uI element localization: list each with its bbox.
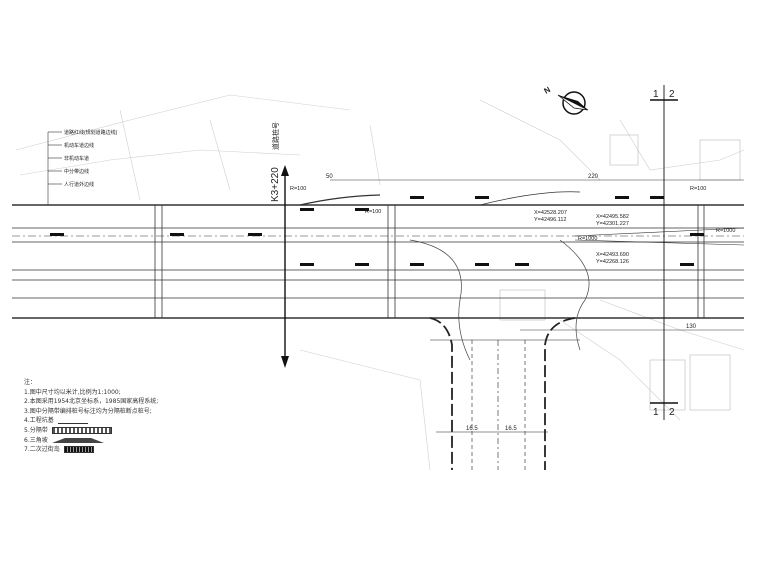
- note-item: 3.图中分隔带编排桩号标注均为分隔桩断点桩号;: [24, 407, 152, 415]
- legend-label-3: 中分带边线: [64, 168, 89, 175]
- section-mark-right-bottom: 2: [669, 407, 675, 418]
- note-item: 7.二次过街岛: [24, 445, 158, 455]
- note-item: 6.三角坡: [24, 436, 158, 446]
- station-label: K3+220: [270, 167, 281, 202]
- radius-label-1: R=100: [365, 209, 381, 215]
- radius-label-4: R=100: [690, 186, 706, 192]
- note-item: 1.图中尺寸均以米计,比例为1:1000;: [24, 388, 121, 396]
- notes-block: 注： 1.图中尺寸均以米计,比例为1:1000; 2.本图采用1954北京坐标系…: [24, 378, 158, 455]
- section-mark-right-top: 2: [669, 89, 675, 100]
- note-item: 5.分隔带: [24, 426, 158, 436]
- north-label: N: [543, 85, 553, 96]
- coord-x-1: X=42495.582: [596, 214, 629, 220]
- coord-y-2: Y=42268.126: [596, 259, 629, 265]
- triangle-slope-icon: [51, 437, 104, 443]
- dim-bottom-right: 130: [686, 324, 697, 330]
- coord-y-1: Y=42301.227: [596, 221, 629, 227]
- legend-label-2: 非机动车道: [64, 155, 89, 162]
- radius-label-0: R=100: [290, 186, 306, 192]
- coord-x-0: X=42528.207: [534, 210, 567, 216]
- legend-label-1: 机动车道边线: [64, 142, 94, 149]
- refuge-island-swatch-icon: [63, 446, 94, 454]
- station-prefix: 道路桩号: [271, 122, 280, 150]
- dim-top-right: 220: [588, 174, 599, 180]
- north-arrow-icon: [557, 91, 589, 115]
- section-mark-group: [650, 85, 678, 420]
- note-item: 4.工程坑基: [24, 416, 158, 426]
- notes-title: 注：: [24, 379, 37, 386]
- coord-y-0: Y=42496.112: [534, 217, 566, 223]
- legend-label-0: 道路红线(规划道路边线): [64, 129, 118, 136]
- note-item: 2.本图采用1954北京坐标系，1985国家高程系统;: [24, 398, 159, 406]
- legend-leader-lines: [47, 131, 62, 205]
- building-blocks: [499, 134, 741, 411]
- section-mark-left-bottom: 1: [653, 407, 659, 418]
- station-line: [281, 165, 289, 368]
- main-road: [12, 179, 745, 331]
- dim-spacing-a: 16.5: [466, 426, 478, 432]
- dim-top-left: 50: [326, 174, 333, 180]
- legend-label-4: 人行道外边线: [64, 181, 94, 188]
- radius-label-2: R=1000: [578, 236, 597, 242]
- radius-label-3: R=1000: [716, 228, 735, 234]
- pit-swatch-icon: [57, 418, 88, 425]
- cross-road: [429, 317, 580, 470]
- station-ticks: [50, 196, 704, 266]
- coord-x-2: X=42493.690: [596, 252, 629, 258]
- dim-spacing-b: 16.5: [505, 426, 517, 432]
- section-mark-left-top: 1: [653, 89, 659, 100]
- section-lines: [154, 205, 705, 318]
- median-swatch-icon: [51, 427, 112, 435]
- side-curve: [409, 239, 590, 361]
